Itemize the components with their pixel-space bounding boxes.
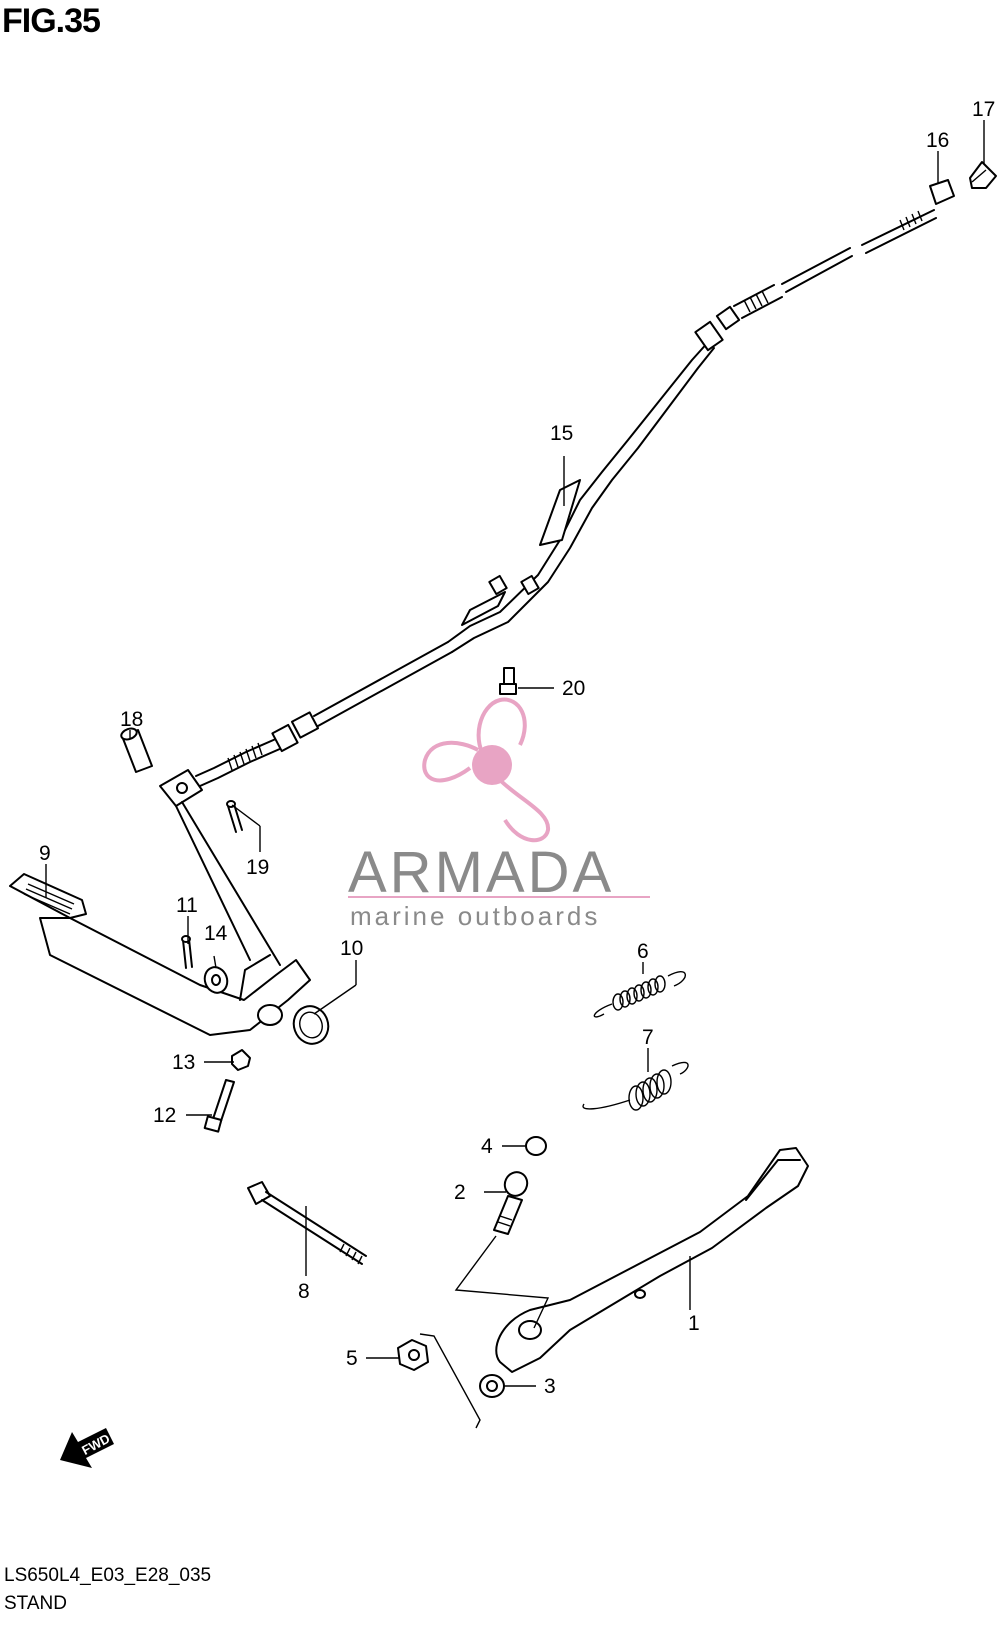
cable-clevis <box>159 769 203 807</box>
figure-title: FIG.35 <box>2 2 101 40</box>
part-label-10: 10 <box>340 937 363 960</box>
part-11-cotter-pin[interactable] <box>181 935 193 969</box>
watermark-brand: ARMADA <box>348 840 614 905</box>
diagram-code: LS650L4_E03_E28_035 <box>4 1565 212 1586</box>
part-label-8: 8 <box>298 1280 310 1303</box>
part-label-9: 9 <box>39 842 51 865</box>
part-6-spring[interactable] <box>593 970 686 1018</box>
part-label-14: 14 <box>204 922 228 945</box>
part-label-1: 1 <box>688 1312 700 1335</box>
propeller-logo <box>422 697 550 843</box>
diagram-name: STAND <box>4 1593 67 1614</box>
part-label-11: 11 <box>176 894 198 917</box>
part-18-clevis-pin[interactable] <box>120 727 153 773</box>
part-label-6: 6 <box>637 940 649 963</box>
fwd-label: FWD <box>79 1431 112 1458</box>
part-5-nut[interactable] <box>397 1339 429 1371</box>
part-label-18: 18 <box>120 708 143 731</box>
part-number-labels: 1 2 3 4 5 6 7 8 9 10 11 12 13 14 15 16 1… <box>39 98 995 1398</box>
part-label-20: 20 <box>562 677 585 700</box>
fwd-arrow-icon: FWD <box>60 1428 114 1468</box>
part-10-brake-pedal[interactable] <box>39 801 333 1049</box>
part-label-2: 2 <box>454 1181 466 1204</box>
part-2-stand-bolt[interactable] <box>493 1168 531 1235</box>
part-label-5: 5 <box>346 1347 358 1370</box>
part-9-pedal-pad[interactable] <box>9 873 87 919</box>
part-label-16: 16 <box>926 129 949 152</box>
part-8-pivot-bolt[interactable] <box>247 1181 367 1265</box>
part-7-spring[interactable] <box>582 1061 689 1111</box>
part-label-17: 17 <box>972 98 995 121</box>
part-17-cable-end[interactable] <box>969 161 997 189</box>
watermark-tagline: marine outboards <box>350 901 600 931</box>
part-label-3: 3 <box>544 1375 556 1398</box>
part-3-washer[interactable] <box>479 1374 505 1398</box>
part-label-7: 7 <box>642 1026 654 1049</box>
part-15-cable[interactable] <box>195 209 937 787</box>
part-20-bolt[interactable] <box>499 667 517 695</box>
armada-watermark: ARMADA marine outboards <box>348 697 650 931</box>
part-label-19: 19 <box>246 856 269 879</box>
part-4-cap[interactable] <box>525 1136 547 1156</box>
part-13-nut[interactable] <box>231 1049 251 1071</box>
part-12-bolt[interactable] <box>203 1079 235 1133</box>
assembly-guide-lines <box>419 1235 550 1429</box>
part-14-washer[interactable] <box>201 964 231 996</box>
part-label-13: 13 <box>172 1051 195 1074</box>
part-19-cotter-pin[interactable] <box>226 800 243 833</box>
part-1-side-stand[interactable] <box>495 1147 809 1373</box>
part-label-4: 4 <box>481 1135 493 1158</box>
leader-lines <box>45 120 985 1387</box>
part-label-12: 12 <box>153 1104 176 1127</box>
part-16-adjuster-nut[interactable] <box>929 179 955 205</box>
part-label-15: 15 <box>550 422 573 445</box>
